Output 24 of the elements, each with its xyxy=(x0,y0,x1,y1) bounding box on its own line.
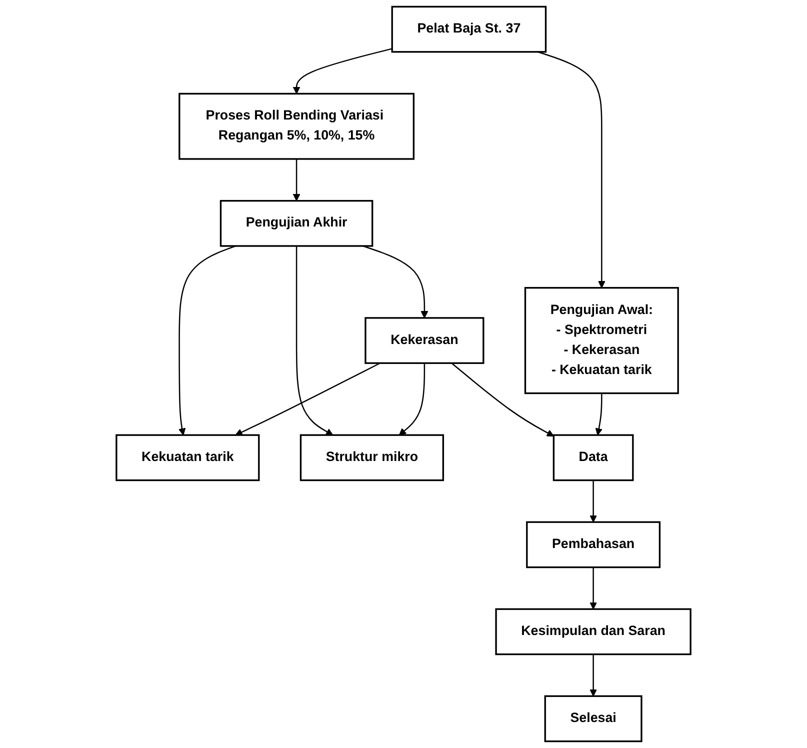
node-box: Pengujian Akhir xyxy=(220,200,374,247)
node-box: Pengujian Awal: - Spektrometri - Kekerasan - Kekuatan tarik xyxy=(524,286,679,394)
arrow xyxy=(590,567,597,610)
arrow xyxy=(362,245,428,318)
arrow xyxy=(292,158,300,202)
arrow xyxy=(590,654,597,696)
node-box: Kesimpulan dan Saran xyxy=(495,608,692,656)
arrow xyxy=(398,363,426,436)
node-box: Struktur mikro xyxy=(300,434,444,482)
arrow xyxy=(590,480,597,522)
arrow xyxy=(296,246,334,436)
node-box: Kekuatan tarik xyxy=(116,434,260,482)
arrow xyxy=(235,362,380,436)
node-box: Pembahasan xyxy=(526,521,661,568)
arrow xyxy=(595,393,603,436)
node-box: Selesai xyxy=(544,695,642,742)
arrow xyxy=(538,51,606,288)
arrow xyxy=(451,362,554,437)
node-box: Data xyxy=(552,434,634,482)
node-box: Proses Roll Bending Variasi Regangan 5%, 10%, 15% xyxy=(178,92,415,160)
node-box: Pelat Baja St. 37 xyxy=(391,6,547,53)
arrow xyxy=(178,245,236,436)
arrow xyxy=(292,48,392,94)
node-box: Kekerasan xyxy=(364,317,484,364)
